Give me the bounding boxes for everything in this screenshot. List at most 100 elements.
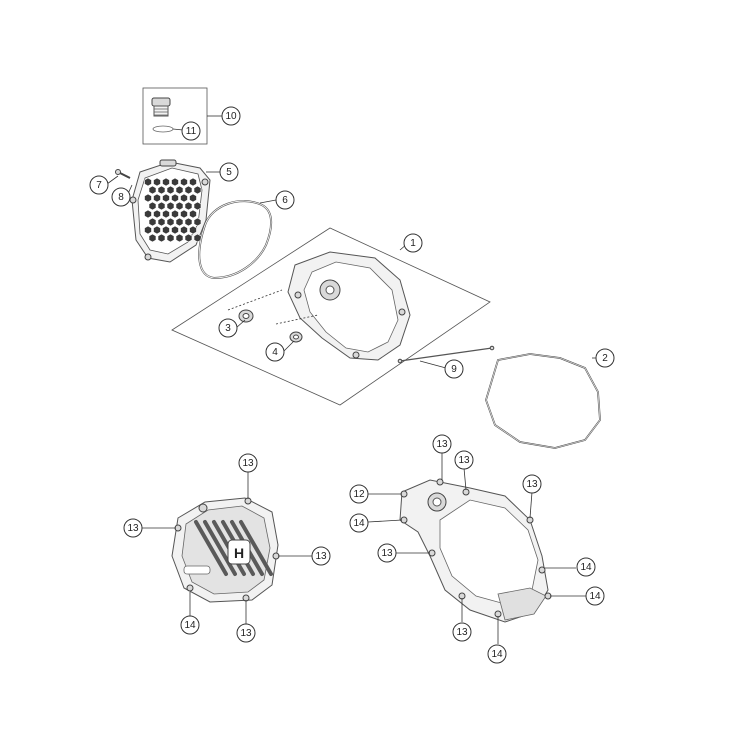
callout-circle — [444, 359, 464, 379]
honeycomb-cell — [184, 185, 193, 195]
crankcase-gasket — [485, 353, 601, 449]
honeycomb-cell — [157, 185, 166, 195]
callout-number: 13 — [315, 551, 327, 562]
honeycomb-cell — [184, 217, 193, 227]
callout-circle — [403, 233, 423, 253]
cover-bolt-and-washer — [115, 169, 131, 179]
honeycomb-cell — [162, 177, 170, 187]
callout-9: 9 — [444, 359, 464, 379]
callout-2: 2 — [595, 348, 615, 368]
honeycomb-cell — [184, 233, 193, 243]
callout-13: 13 — [522, 474, 542, 494]
callout-13: 13 — [377, 543, 397, 563]
callout-number: 13 — [526, 479, 538, 490]
callout-circle — [265, 342, 285, 362]
honeycomb-cell — [180, 177, 188, 187]
honeycomb-cell — [171, 193, 179, 203]
callout-number: 13 — [242, 458, 254, 469]
honeycomb-cell — [180, 225, 188, 235]
callout-13: 13 — [123, 518, 143, 538]
honeycomb-cell — [180, 209, 188, 219]
callout-number: 2 — [602, 353, 608, 364]
small-seal — [275, 314, 319, 343]
oil-filler-plug — [151, 97, 171, 117]
callout-circle — [454, 450, 474, 470]
callout-circle — [377, 543, 397, 563]
callout-number: 12 — [353, 489, 365, 500]
callout-number: 4 — [272, 347, 278, 358]
callout-circle — [219, 162, 239, 182]
callout-13: 13 — [311, 546, 331, 566]
honeycomb-cell — [189, 193, 197, 203]
callout-circle — [181, 121, 201, 141]
honeycomb-cell — [171, 209, 179, 219]
cooling-fin — [194, 520, 228, 576]
cover-gasket — [198, 200, 273, 280]
callout-13: 13 — [452, 622, 472, 642]
callout-circle — [487, 644, 507, 664]
cooling-fin — [203, 520, 237, 576]
honeycomb-cell — [153, 225, 161, 235]
callout-circle — [595, 348, 615, 368]
honeycomb-cell — [184, 201, 193, 211]
callout-number: 13 — [436, 439, 448, 450]
honeycomb-cell — [175, 233, 184, 243]
honeycomb-cell — [144, 225, 152, 235]
callout-6: 6 — [275, 190, 295, 210]
callout-number: 7 — [96, 180, 102, 191]
honeycomb-cell — [153, 209, 161, 219]
dowel-pin — [397, 345, 495, 364]
callout-number: 5 — [226, 167, 232, 178]
callout-circle — [349, 484, 369, 504]
callout-number: 13 — [456, 627, 468, 638]
cooling-fin — [239, 520, 273, 576]
callout-circle — [452, 622, 472, 642]
callout-circle — [218, 318, 238, 338]
honeycomb-cell — [157, 233, 166, 243]
callout-number: 14 — [491, 649, 503, 660]
callout-circle — [89, 175, 109, 195]
callout-number: 11 — [186, 126, 197, 137]
callout-3: 3 — [218, 318, 238, 338]
honeycomb-cell — [193, 185, 202, 195]
honeycomb-cell — [193, 201, 202, 211]
callout-13: 13 — [238, 453, 258, 473]
logo-letter: H — [234, 545, 244, 561]
callout-circle — [432, 434, 452, 454]
honeycomb-cell — [144, 177, 152, 187]
callout-number: 10 — [225, 111, 237, 122]
callout-number: 13 — [381, 548, 393, 559]
callout-number: 13 — [458, 455, 470, 466]
honeycomb-cell — [175, 185, 184, 195]
honeycomb-cell — [171, 177, 179, 187]
ignition-cover: H — [171, 497, 280, 603]
callout-14: 14 — [180, 615, 200, 635]
honeycomb-cell — [148, 185, 157, 195]
honeycomb-cell — [157, 201, 166, 211]
callout-13: 13 — [236, 623, 256, 643]
honeycomb-cell — [157, 217, 166, 227]
husqvarna-crown-icon — [227, 539, 251, 565]
callout-number: 14 — [589, 591, 601, 602]
callout-circle — [311, 546, 331, 566]
callout-14: 14 — [585, 586, 605, 606]
honeycomb-cell — [166, 201, 175, 211]
clutch-cover-inner — [287, 251, 411, 361]
honeycomb-cell — [148, 233, 157, 243]
outer-clutch-cover — [129, 159, 211, 263]
honeycomb-cell — [162, 209, 170, 219]
honeycomb-cell — [162, 225, 170, 235]
callout-number: 9 — [451, 364, 457, 375]
o-ring — [152, 125, 174, 133]
callout-10: 10 — [221, 106, 241, 126]
callout-1: 1 — [403, 233, 423, 253]
honeycomb-cell — [148, 217, 157, 227]
honeycomb-cell — [175, 201, 184, 211]
callout-circle — [180, 615, 200, 635]
honeycomb-cell — [166, 233, 175, 243]
callout-5: 5 — [219, 162, 239, 182]
honeycomb-cell — [193, 217, 202, 227]
crankcase-section — [399, 478, 552, 623]
